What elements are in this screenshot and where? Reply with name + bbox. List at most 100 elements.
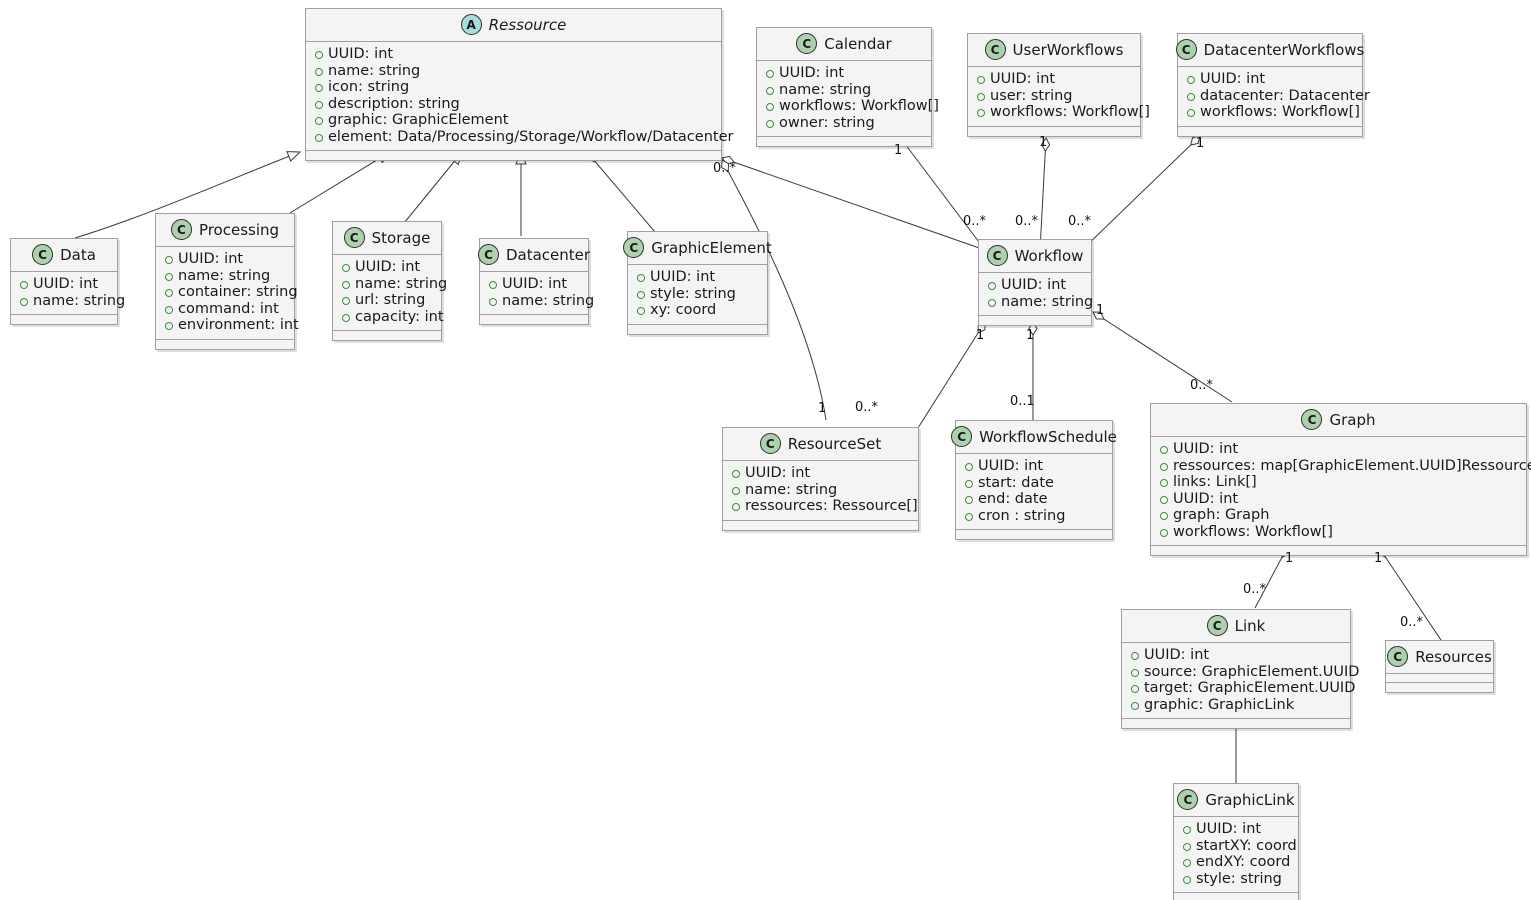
class-badge-icon: C: [951, 426, 973, 447]
class-name-resources: Resources: [1415, 647, 1492, 666]
method-compartment: [968, 126, 1140, 136]
attribute: endXY: coord: [1181, 854, 1291, 871]
attribute: xy: coord: [635, 302, 760, 319]
class-name-calendar: Calendar: [824, 34, 892, 53]
class-badge-icon: C: [796, 33, 818, 54]
attribute: graph: Graph: [1158, 507, 1519, 524]
attribute-list-resourceset: UUID: int name: string ressources: Resso…: [723, 461, 918, 521]
class-userworkflows[interactable]: C UserWorkflows UUID: int user: string w…: [967, 33, 1150, 137]
attribute: UUID: int: [1181, 821, 1291, 838]
class-graph[interactable]: C Graph UUID: int ressources: map[Graphi…: [1150, 403, 1531, 556]
class-resources[interactable]: C Resources: [1385, 640, 1494, 693]
class-name-processing: Processing: [198, 220, 280, 239]
multiplicity-label: 0..*: [713, 161, 737, 176]
attribute: startXY: coord: [1181, 838, 1297, 855]
attribute: description: string: [313, 96, 714, 113]
class-datacenter[interactable]: C Datacenter UUID: int name: string: [477, 238, 594, 325]
class-data[interactable]: C Data UUID: int name: string: [10, 238, 125, 325]
attribute: source: GraphicElement.UUID: [1129, 664, 1359, 681]
class-graphiclink[interactable]: C GraphicLink UUID: int startXY: coord e…: [1173, 783, 1299, 900]
attribute: UUID: int: [487, 276, 581, 293]
class-badge-icon: C: [1206, 615, 1228, 636]
method-compartment: [156, 339, 294, 349]
class-badge-icon: C: [759, 433, 781, 454]
class-title-calendar: C Calendar: [757, 28, 931, 61]
class-resourceset[interactable]: C ResourceSet UUID: int name: string res…: [722, 427, 919, 531]
attribute: target: GraphicElement.UUID: [1129, 680, 1355, 697]
method-compartment: [723, 520, 918, 530]
attribute-list-storage: UUID: int name: string url: string capac…: [333, 255, 447, 331]
multiplicity-label: 0..*: [1068, 214, 1092, 229]
multiplicity-label: 0..*: [1015, 214, 1039, 229]
attribute: workflows: Workflow[]: [1158, 524, 1519, 541]
class-title-userworkflows: C UserWorkflows: [968, 34, 1140, 67]
attribute: command: int: [163, 301, 287, 318]
attribute: name: string: [313, 63, 714, 80]
method-compartment: [306, 151, 721, 160]
class-title-graphicelement: C GraphicElement: [623, 232, 772, 265]
method-compartment: [1386, 683, 1493, 692]
class-title-storage: C Storage: [333, 222, 441, 255]
method-compartment: [480, 315, 588, 324]
class-calendar[interactable]: C Calendar UUID: int name: string workfl…: [756, 27, 939, 147]
attribute: icon: string: [313, 79, 714, 96]
class-name-datacenter: Datacenter: [505, 245, 591, 264]
class-link[interactable]: C Link UUID: int source: GraphicElement.…: [1121, 609, 1359, 729]
class-badge-icon: C: [32, 244, 54, 265]
class-badge-icon: C: [986, 245, 1008, 266]
attribute-list-graphiclink: UUID: int startXY: coord endXY: coord st…: [1174, 817, 1298, 893]
class-badge-icon: C: [1177, 789, 1199, 810]
attribute: UUID: int: [764, 65, 924, 82]
class-name-graph: Graph: [1329, 410, 1376, 429]
attribute: ressources: map[GraphicElement.UUID]Ress…: [1158, 458, 1531, 475]
class-title-datacenterworkflows: C DatacenterWorkflows: [1175, 34, 1365, 67]
attribute-list-workflow: UUID: int name: string: [979, 273, 1093, 316]
class-title-resourceset: C ResourceSet: [723, 428, 918, 461]
class-name-link: Link: [1234, 616, 1266, 635]
class-workflow[interactable]: C Workflow UUID: int name: string: [978, 239, 1093, 326]
multiplicity-label: 0..*: [1243, 582, 1267, 597]
attribute: graphic: GraphicElement: [313, 112, 714, 129]
multiplicity-label: 0..*: [963, 214, 987, 229]
multiplicity-label: 1: [1039, 135, 1048, 150]
attribute-list-userworkflows: UUID: int user: string workflows: Workfl…: [968, 67, 1150, 127]
attribute-list-datacenterworkflows: UUID: int datacenter: Datacenter workflo…: [1178, 67, 1370, 127]
attribute-list-calendar: UUID: int name: string workflows: Workfl…: [757, 61, 939, 137]
multiplicity-label: 0..1: [1010, 394, 1035, 409]
attribute: UUID: int: [18, 276, 110, 293]
attribute: name: string: [487, 293, 594, 310]
method-compartment: [757, 137, 931, 146]
class-name-data: Data: [60, 245, 96, 264]
method-compartment: [1174, 893, 1298, 900]
multiplicity-label: 1: [894, 143, 903, 158]
method-compartment: [1178, 126, 1362, 136]
class-processing[interactable]: C Processing UUID: int name: string cont…: [155, 213, 299, 350]
class-name-graphiclink: GraphicLink: [1205, 790, 1295, 809]
attribute: capacity: int: [340, 309, 444, 326]
class-badge-icon: C: [984, 39, 1006, 60]
class-name-ressource: Ressource: [488, 15, 567, 34]
class-workflowschedule[interactable]: C WorkflowSchedule UUID: int start: date…: [951, 420, 1117, 540]
attribute: workflows: Workflow[]: [975, 104, 1150, 121]
attribute: UUID: int: [313, 46, 714, 63]
attribute: owner: string: [764, 115, 924, 132]
multiplicity-label: 1: [818, 401, 827, 416]
class-name-workflow: Workflow: [1014, 246, 1084, 265]
class-name-datacenterworkflows: DatacenterWorkflows: [1203, 40, 1365, 59]
attribute: UUID: int: [340, 259, 434, 276]
attribute: user: string: [975, 88, 1133, 105]
method-compartment: [1122, 719, 1350, 728]
class-ressource[interactable]: A Ressource UUID: int name: string icon:…: [305, 8, 733, 161]
class-datacenterworkflows[interactable]: C DatacenterWorkflows UUID: int datacent…: [1175, 33, 1370, 137]
class-badge-icon: C: [1301, 409, 1323, 430]
attribute-list-graph: UUID: int ressources: map[GraphicElement…: [1151, 437, 1531, 546]
class-name-graphicelement: GraphicElement: [651, 238, 772, 257]
attribute: workflows: Workflow[]: [1185, 104, 1360, 121]
attribute: datacenter: Datacenter: [1185, 88, 1370, 105]
multiplicity-label: 0..*: [1400, 615, 1424, 630]
class-storage[interactable]: C Storage UUID: int name: string url: st…: [332, 221, 447, 341]
attribute-list-workflowschedule: UUID: int start: date end: date cron : s…: [956, 454, 1112, 530]
attribute: ressources: Ressource[]: [730, 498, 918, 515]
class-graphicelement[interactable]: C GraphicElement UUID: int style: string…: [623, 231, 772, 335]
